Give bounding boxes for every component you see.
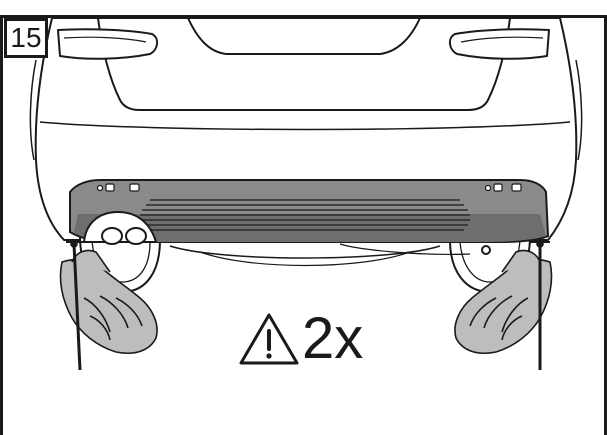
repeat-notice: 2x (238, 304, 363, 374)
step-number: 15 (10, 22, 42, 53)
rear-bumper (69, 179, 550, 255)
step-number-box: 15 (4, 18, 48, 58)
frame-border (0, 15, 607, 435)
warning-triangle-icon (239, 313, 299, 365)
right-hand (454, 240, 553, 370)
repeat-count: 2x (302, 306, 364, 371)
left-hand (59, 240, 158, 371)
wheels (79, 235, 531, 294)
